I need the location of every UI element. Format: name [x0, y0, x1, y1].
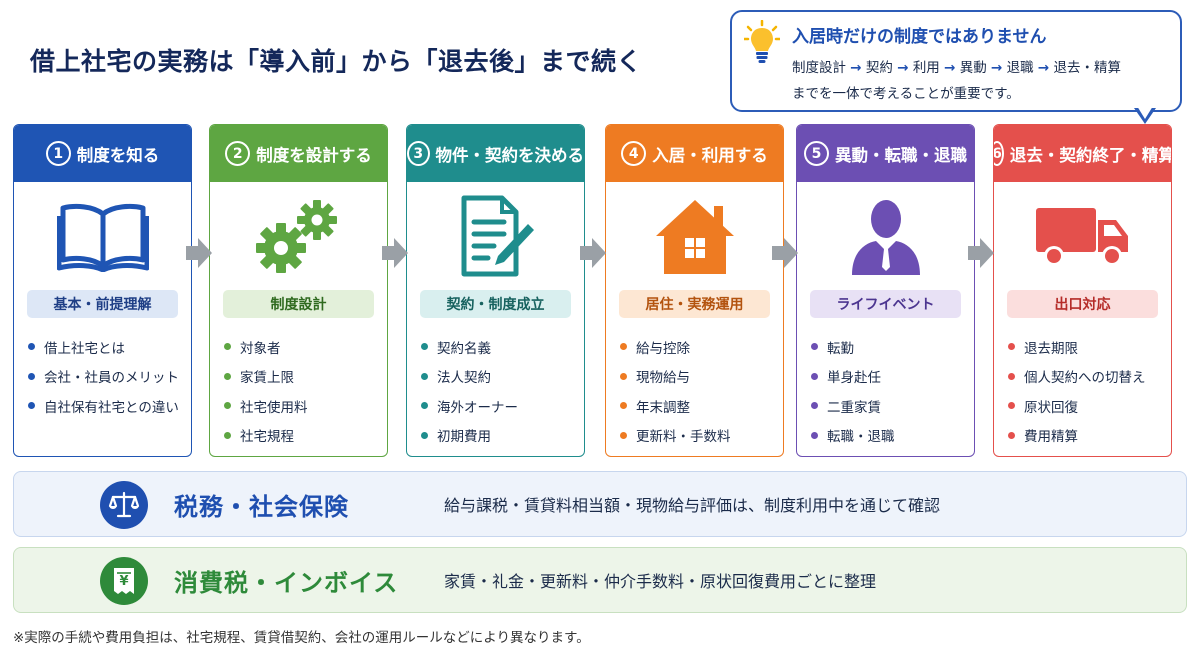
page-title: 借上社宅の実務は「導入前」から「退去後」まで続く	[30, 47, 643, 76]
flow-arrow-icon	[186, 238, 212, 268]
svg-text:¥: ¥	[119, 574, 128, 589]
step-tag: 基本・前提理解	[27, 290, 178, 318]
list-item: 法人契約	[421, 362, 584, 392]
list-item: 社宅使用料	[224, 391, 387, 421]
flow-stage: 制度設計	[792, 60, 846, 76]
band-title: 税務・社会保険	[174, 492, 349, 521]
step-card-2: 2 制度を設計する	[209, 124, 388, 457]
list-item: 個人契約への切替え	[1008, 362, 1171, 392]
truck-icon	[1035, 208, 1128, 266]
flow-arrow: →	[897, 60, 909, 76]
step-title: 制度を知る	[76, 145, 160, 165]
list-item: 更新料・手数料	[620, 421, 783, 451]
list-item: 現物給与	[620, 362, 783, 392]
list-item: 契約名義	[421, 332, 584, 362]
step-tag: ライフイベント	[810, 290, 961, 318]
step-number: 1	[45, 141, 71, 166]
step-number: 2	[225, 141, 251, 166]
house-icon	[655, 200, 734, 274]
list-item: 二重家賃	[811, 391, 974, 421]
flow-arrow: →	[991, 60, 1003, 76]
step-items: 給与控除 現物給与 年末調整 更新料・手数料	[620, 332, 783, 450]
step-tag: 居住・実務運用	[619, 290, 770, 318]
flow-stage: 退去・精算	[1053, 60, 1122, 76]
step-tag: 制度設計	[223, 290, 374, 318]
step-items: 退去期限 個人契約への切替え 原状回復 費用精算	[1008, 332, 1171, 450]
step-tag: 出口対応	[1007, 290, 1158, 318]
list-item: 年末調整	[620, 391, 783, 421]
step-card-1: 1 制度を知る 基本・前提理解 借上社宅とは 会社・社員のメリット 自社保有社宅…	[13, 124, 192, 457]
step-items: 転勤 単身赴任 二重家賃 転職・退職	[811, 332, 974, 450]
callout-heading: 入居時だけの制度ではありません	[792, 27, 1047, 47]
callout-tail-fill	[1137, 106, 1153, 119]
step-title: 退去・契約終了・精算	[1009, 145, 1172, 165]
flow-arrow: →	[1037, 60, 1050, 76]
consumption-tax-invoice-band: ¥ 消費税・インボイス 家賃・礼金・更新料・仲介手数料・原状回復費用ごとに整理	[13, 547, 1187, 613]
list-item: 転勤	[811, 332, 974, 362]
list-item: 単身赴任	[811, 362, 974, 392]
step-number: 5	[804, 141, 829, 166]
step-card-4: 4 入居・利用する 居住・実務運用 給与控除 現物給与 年末調整 更新料・手数料	[605, 124, 784, 457]
flow-stage: 利用	[912, 60, 940, 76]
step-header: 2 制度を設計する	[210, 125, 387, 182]
band-description: 給与課税・賃貸料相当額・現物給与評価は、制度利用中を通じて確認	[444, 496, 941, 515]
step-header: 5 異動・転職・退職	[797, 125, 974, 182]
list-item: 転職・退職	[811, 421, 974, 451]
flow-stage: 退職	[1006, 60, 1034, 76]
list-item: 自社保有社宅との違い	[28, 391, 191, 421]
list-item: 原状回復	[1008, 391, 1171, 421]
step-number: 4	[621, 141, 647, 166]
step-card-3: 3 物件・契約を決める 契約・制度成立 契約名義 法人契約 海外オーナー 初期費…	[406, 124, 585, 457]
step-number: 3	[407, 141, 430, 166]
step-card-5: 5 異動・転職・退職 ライフイベント 転勤 単身赴任 二重家賃 転職・退職	[796, 124, 975, 457]
person-icon	[851, 200, 920, 275]
step-header: 3 物件・契約を決める	[407, 125, 584, 182]
flow-arrow-icon	[968, 238, 994, 268]
step-header: 1 制度を知る	[14, 125, 191, 182]
step-items: 対象者 家賃上限 社宅使用料 社宅規程	[224, 332, 387, 450]
list-item: 費用精算	[1008, 421, 1171, 451]
callout-flow: 制度設計 → 契約 → 利用 → 異動 → 退職 → 退去・精算	[792, 56, 1166, 76]
flow-arrow-icon	[772, 238, 798, 268]
step-items: 借上社宅とは 会社・社員のメリット 自社保有社宅との違い	[28, 332, 191, 421]
flow-stage: 異動	[959, 60, 987, 76]
gears-icon	[255, 200, 337, 273]
step-number: 6	[994, 141, 1004, 166]
footnote: ※実際の手続や費用負担は、社宅規程、賃貸借契約、会社の運用ルールなどにより異なり…	[13, 630, 590, 646]
list-item: 海外オーナー	[421, 391, 584, 421]
list-item: 対象者	[224, 332, 387, 362]
list-item: 給与控除	[620, 332, 783, 362]
step-card-6: 6 退去・契約終了・精算 出口対応 退去期限 個人契約への切替え 原状回復 費用…	[993, 124, 1172, 457]
flow-arrow-icon	[580, 238, 606, 268]
scales-icon	[100, 481, 148, 529]
list-item: 社宅規程	[224, 421, 387, 451]
flow-arrow-icon	[382, 238, 408, 268]
step-header: 4 入居・利用する	[606, 125, 783, 182]
list-item: 退去期限	[1008, 332, 1171, 362]
band-description: 家賃・礼金・更新料・仲介手数料・原状回復費用ごとに整理	[444, 572, 877, 591]
list-item: 初期費用	[421, 421, 584, 451]
step-items: 契約名義 法人契約 海外オーナー 初期費用	[421, 332, 584, 450]
callout-note: までを一体で考えることが重要です。	[792, 86, 1020, 102]
list-item: 借上社宅とは	[28, 332, 191, 362]
list-item: 会社・社員のメリット	[28, 362, 191, 392]
step-title: 入居・利用する	[652, 145, 768, 165]
step-title: 制度を設計する	[256, 145, 372, 165]
lightbulb-icon	[744, 20, 780, 63]
list-item: 家賃上限	[224, 362, 387, 392]
receipt-icon: ¥	[100, 557, 148, 605]
flow-stage: 契約	[865, 60, 893, 76]
callout-box: 入居時だけの制度ではありません 制度設計 → 契約 → 利用 → 異動 → 退職…	[730, 10, 1182, 112]
step-header: 6 退去・契約終了・精算	[994, 125, 1171, 182]
flow-arrow: →	[850, 60, 862, 76]
flow-arrow: →	[944, 60, 956, 76]
band-title: 消費税・インボイス	[174, 568, 399, 597]
step-tag: 契約・制度成立	[420, 290, 571, 318]
step-title: 異動・転職・退職	[835, 145, 967, 165]
book-icon	[56, 203, 149, 272]
step-title: 物件・契約を決める	[435, 145, 585, 165]
tax-social-insurance-band: 税務・社会保険 給与課税・賃貸料相当額・現物給与評価は、制度利用中を通じて確認	[13, 471, 1187, 537]
contract-document-icon	[461, 195, 534, 277]
